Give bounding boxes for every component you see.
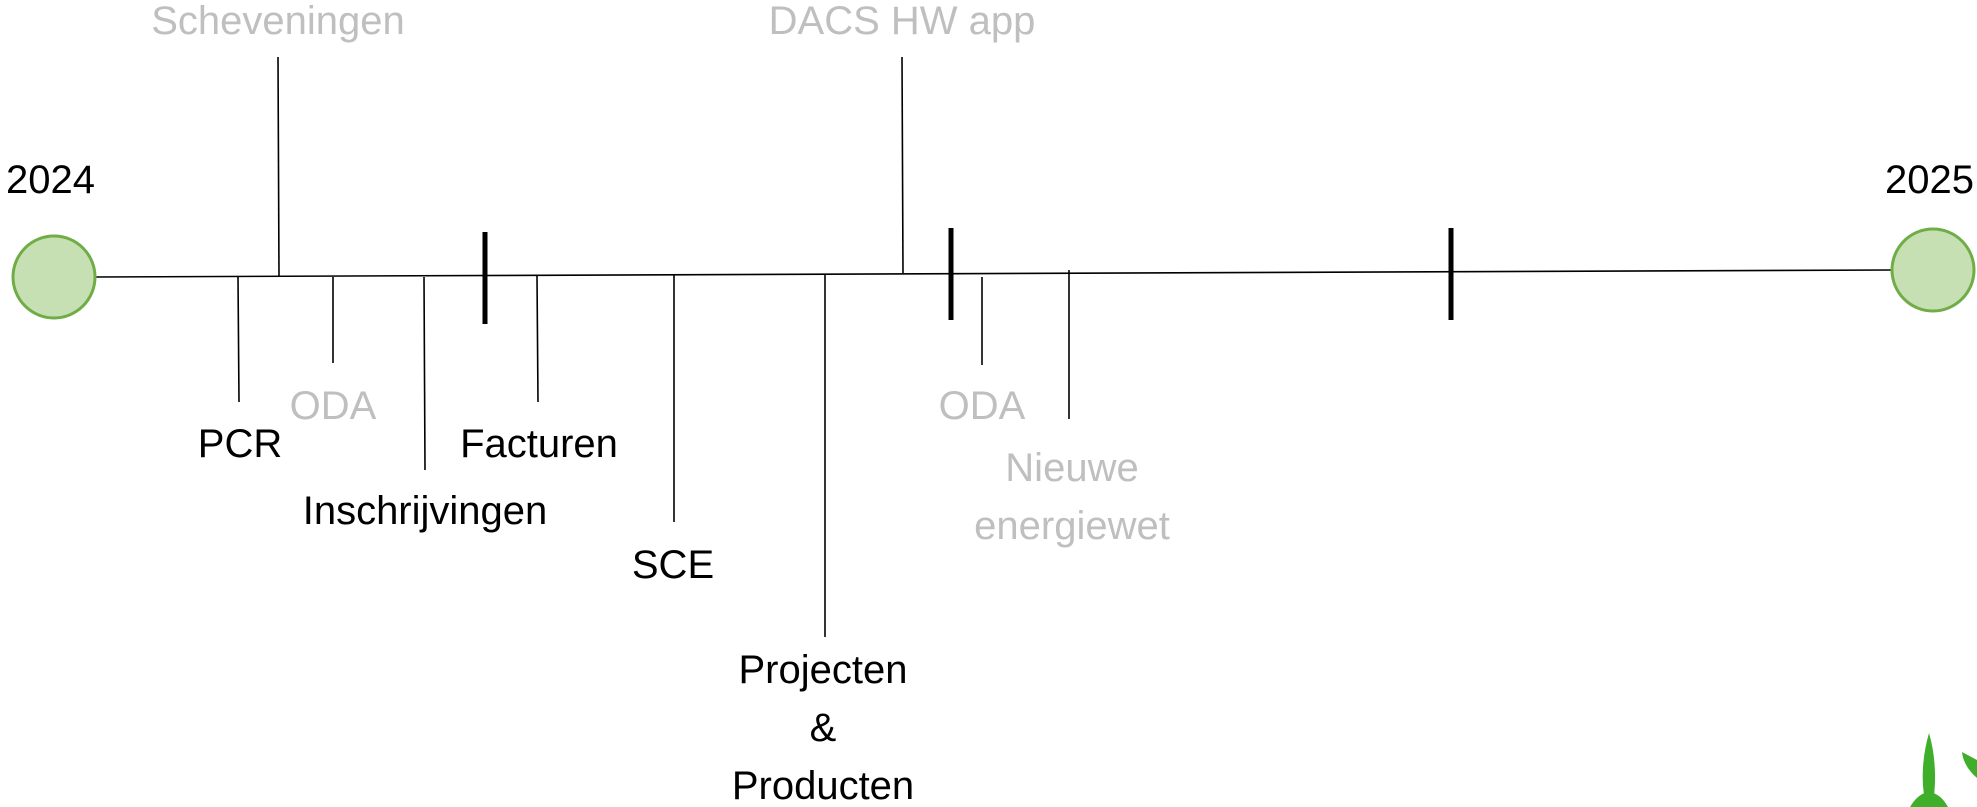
event-tick-inschrijvingen <box>423 276 426 471</box>
event-label-facturen: Facturen <box>460 422 618 466</box>
event-label-sce: SCE <box>632 543 714 587</box>
event-label-energiewet: energiewet <box>974 504 1170 548</box>
event-tick-scheveningen <box>277 56 280 278</box>
event-label-oda-1: ODA <box>290 384 377 428</box>
event-label-dacs-hw-app: DACS HW app <box>769 0 1036 43</box>
event-label-scheveningen: Scheveningen <box>151 0 405 43</box>
leaf-sprout-icon <box>1910 733 1977 807</box>
event-tick-facturen <box>536 275 539 403</box>
event-label-producten: Producten <box>732 764 914 807</box>
event-label-oda-2: ODA <box>939 384 1026 428</box>
event-tick-dacs-hw-app <box>901 56 904 274</box>
end-year-label: 2025 <box>1885 158 1974 202</box>
event-label-pcr: PCR <box>198 422 282 466</box>
start-node <box>11 234 97 320</box>
start-year-label: 2024 <box>6 158 95 202</box>
event-label-nieuwe: Nieuwe <box>1005 446 1138 490</box>
event-label-projecten: Projecten <box>739 648 908 692</box>
end-node <box>1890 227 1976 313</box>
timeline-axis <box>94 269 1894 278</box>
event-tick-pcr <box>237 276 240 403</box>
event-label-inschrijvingen: Inschrijvingen <box>303 489 548 533</box>
event-label-ampersand: & <box>810 706 837 750</box>
